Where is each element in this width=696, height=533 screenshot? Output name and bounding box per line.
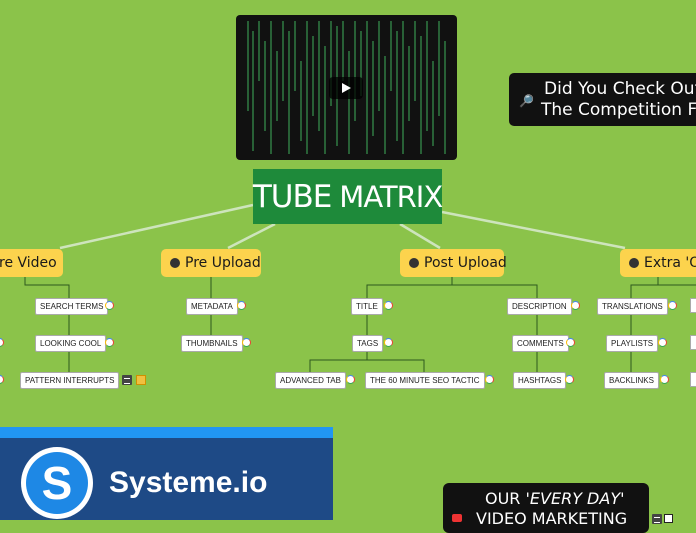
connector-lines	[24, 203, 696, 372]
link-icon[interactable]	[664, 514, 673, 523]
callout-line2: The Competition First	[541, 100, 696, 120]
leaf-thumbnails[interactable]: THUMBNAILS	[181, 335, 243, 352]
bullet-icon	[170, 258, 180, 268]
every-day-video-marketing[interactable]: OUR 'EVERY DAY' VIDEO MARKETING	[443, 483, 649, 533]
systeme-brand: Systeme.io	[109, 466, 268, 499]
leaf-partial	[690, 298, 696, 313]
google-icon[interactable]	[242, 338, 251, 347]
google-icon[interactable]	[105, 338, 114, 347]
google-icon[interactable]	[346, 375, 355, 384]
leaf-playlists[interactable]: PLAYLISTS	[606, 335, 659, 352]
note-icon[interactable]	[122, 375, 132, 385]
topic-pre-video[interactable]: re Video	[0, 249, 63, 277]
google-icon[interactable]	[485, 375, 494, 384]
leaf-advanced-tab[interactable]: ADVANCED TAB	[275, 372, 346, 389]
every-day-line2: VIDEO MARKETING	[476, 509, 628, 528]
google-icon[interactable]	[384, 338, 393, 347]
google-icon[interactable]	[658, 338, 667, 347]
leaf-pattern-interrupts[interactable]: PATTERN INTERRUPTS	[20, 372, 120, 389]
google-icon[interactable]	[566, 338, 575, 347]
topic-label: re Video	[0, 255, 57, 271]
central-title-main: TUBE	[252, 178, 332, 215]
callout-line1: Did You Check Out	[544, 79, 696, 99]
youtube-icon	[452, 514, 462, 522]
leaf-title[interactable]: TITLE	[351, 298, 383, 315]
topic-label: Post Upload	[424, 255, 507, 271]
google-icon[interactable]	[571, 301, 580, 310]
competition-callout[interactable]: 🔎 Did You Check Out The Competition Firs…	[509, 73, 696, 126]
leaf-search-terms[interactable]: SEARCH TERMS	[35, 298, 109, 315]
leaf-comments[interactable]: COMMENTS	[512, 335, 569, 352]
leaf-partial	[690, 335, 696, 350]
leaf-translations[interactable]: TRANSLATIONS	[597, 298, 668, 315]
leaf-tags[interactable]: TAGS	[352, 335, 384, 352]
google-icon[interactable]	[565, 375, 574, 384]
promo-top-bar	[0, 427, 333, 438]
bullet-icon	[409, 258, 419, 268]
google-icon[interactable]	[105, 301, 114, 310]
every-day-line1: OUR 'EVERY DAY'	[485, 489, 625, 508]
task-icon	[136, 375, 146, 385]
google-icon[interactable]	[384, 301, 393, 310]
leaf-backlinks[interactable]: BACKLINKS	[604, 372, 659, 389]
leaf-hashtags[interactable]: HASHTAGS	[513, 372, 567, 389]
topic-label: Pre Upload	[185, 255, 261, 271]
leaf-description[interactable]: DESCRIPTION	[507, 298, 572, 315]
bullet-icon	[629, 258, 639, 268]
leaf-looking-cool[interactable]: LOOKING COOL	[35, 335, 107, 352]
note-icon[interactable]	[652, 514, 662, 524]
google-icon[interactable]	[237, 301, 246, 310]
play-icon[interactable]	[329, 77, 363, 99]
topic-pre-upload[interactable]: Pre Upload	[161, 249, 261, 277]
topic-extra[interactable]: Extra 'Oo	[620, 249, 696, 277]
magnifier-icon: 🔎	[519, 94, 534, 108]
topic-post-upload[interactable]: Post Upload	[400, 249, 507, 277]
central-title-sub: MATRIX	[339, 179, 443, 214]
google-icon[interactable]	[660, 375, 669, 384]
central-topic[interactable]: TUBE MATRIX	[252, 169, 443, 224]
topic-label: Extra 'Oo	[644, 255, 696, 271]
leaf-partial	[690, 372, 696, 387]
leaf-seo-tactic[interactable]: THE 60 MINUTE SEO TACTIC	[365, 372, 485, 389]
google-icon[interactable]	[668, 301, 677, 310]
systeme-logo-letter: S	[26, 452, 88, 514]
leaf-metadata[interactable]: METADATA	[186, 298, 238, 315]
